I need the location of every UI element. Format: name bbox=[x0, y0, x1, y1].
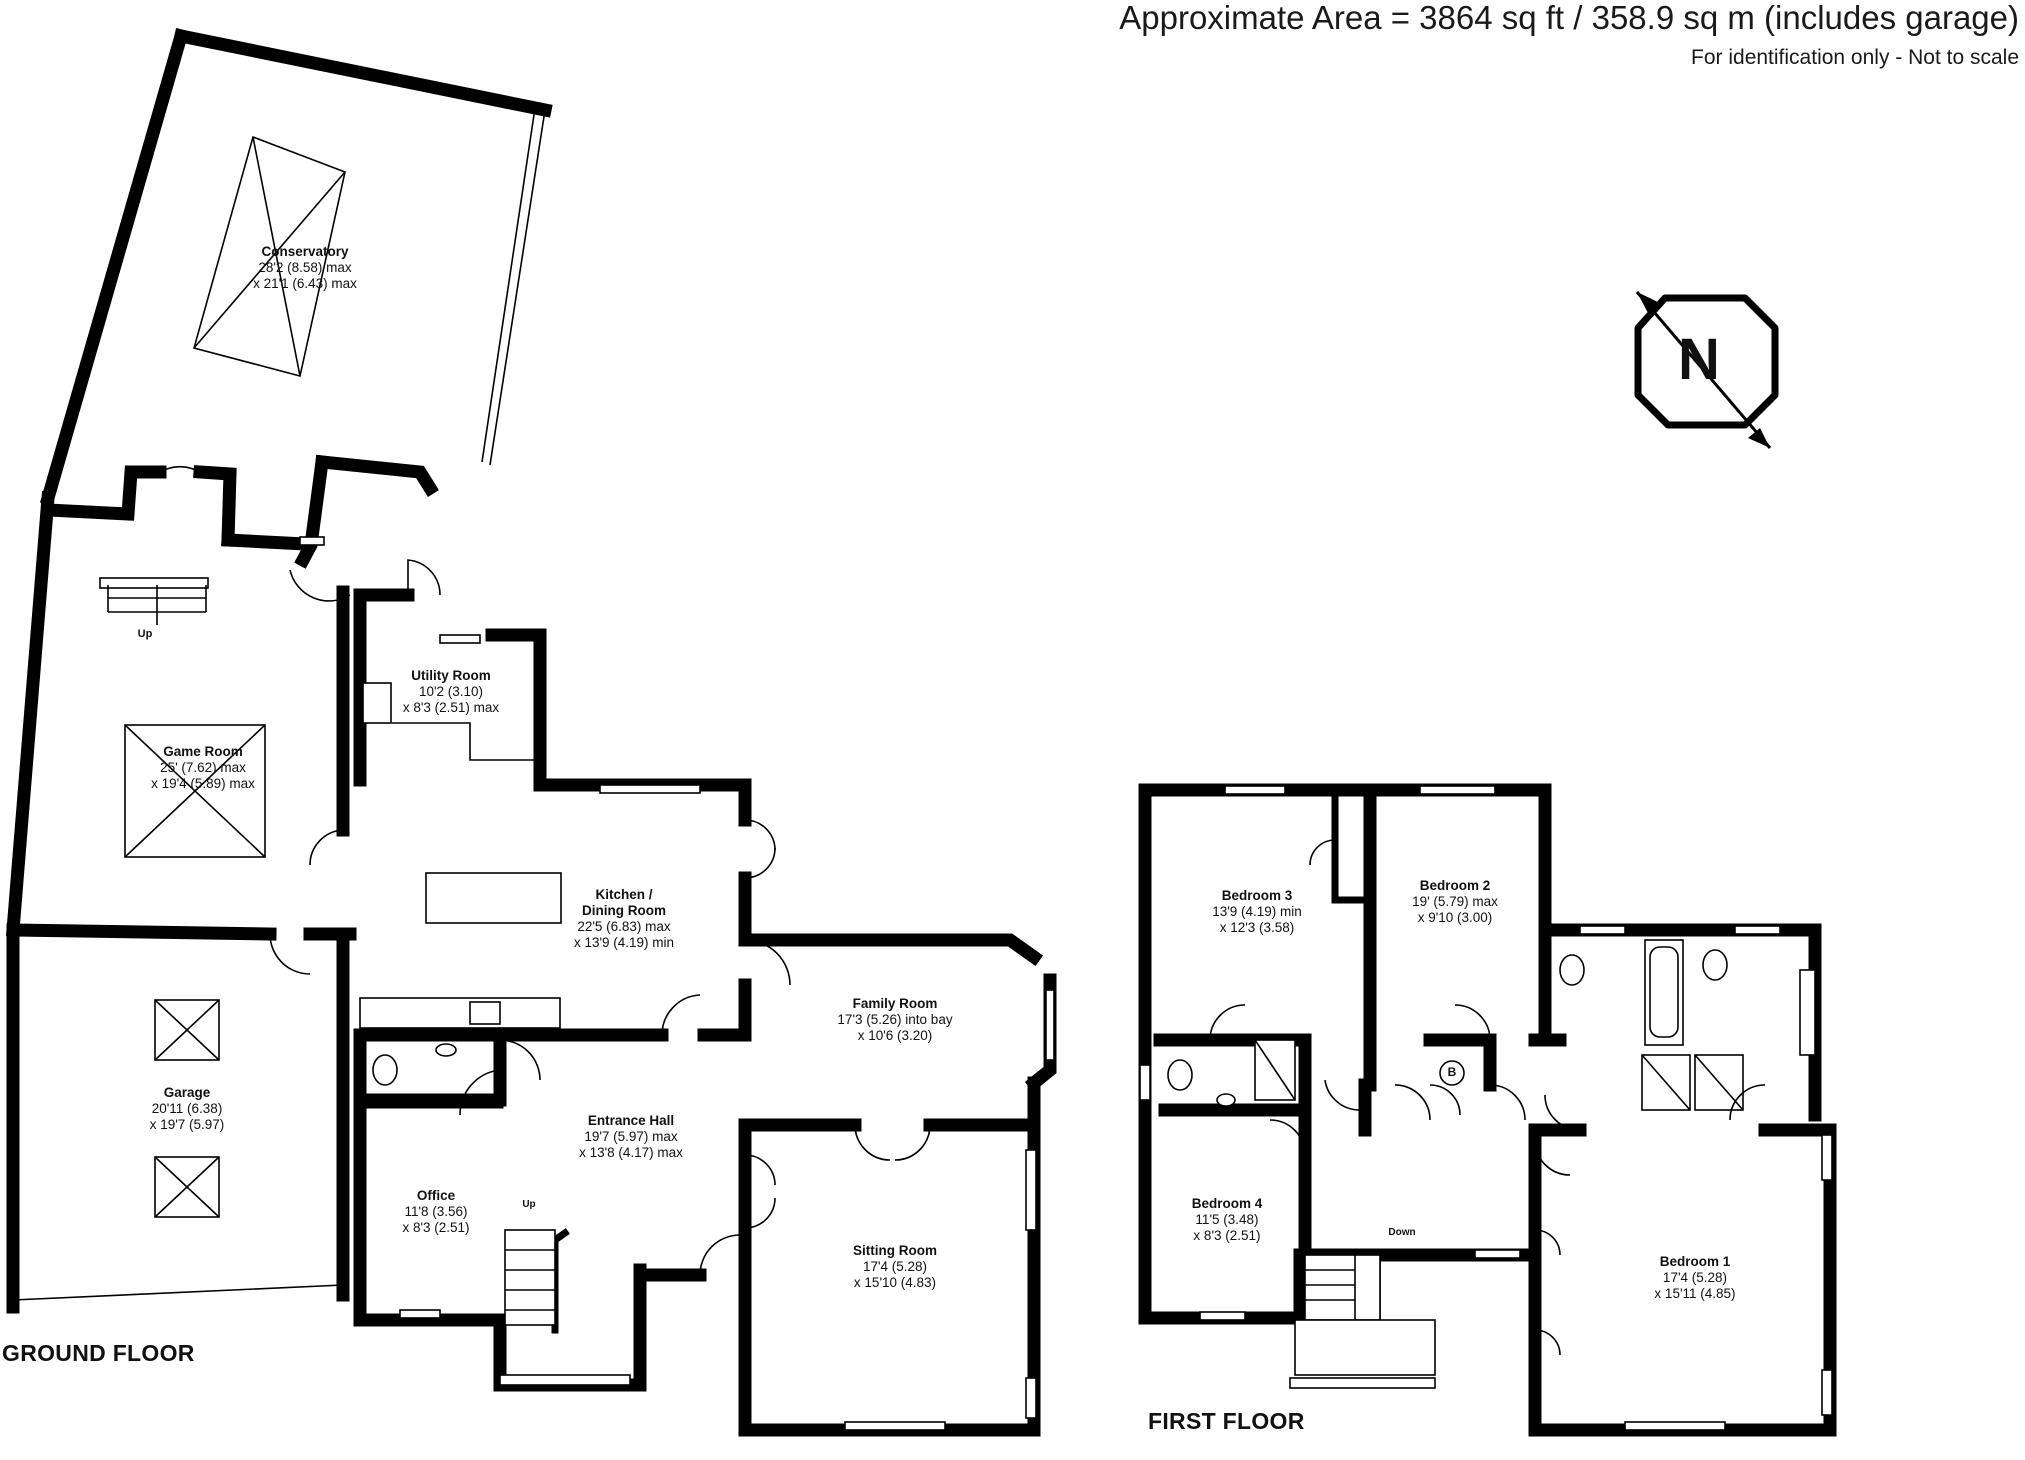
room-entrance-hall: Entrance Hall 19'7 (5.97) max x 13'8 (4.… bbox=[579, 1113, 683, 1160]
room-bedroom-1: Bedroom 1 17'4 (5.28) x 15'11 (4.85) bbox=[1654, 1254, 1736, 1301]
stairs-down-label: Down bbox=[1388, 1227, 1416, 1238]
room-kitchen-dining: Kitchen / Dining Room 22'5 (6.83) max x … bbox=[573, 887, 675, 950]
room-family: Family Room 17'3 (5.26) into bay x 10'6 … bbox=[837, 996, 953, 1043]
room-bedroom-3: Bedroom 3 13'9 (4.19) min x 12'3 (3.58) bbox=[1212, 888, 1302, 935]
first-floor-windows bbox=[1139, 785, 1833, 1431]
room-utility: Utility Room 10'2 (3.10) x 8'3 (2.51) ma… bbox=[402, 668, 500, 715]
identification-note: For identification only - Not to scale bbox=[1691, 46, 2019, 69]
first-floor-doors bbox=[1209, 839, 1766, 1356]
first-floor-label: FIRST FLOOR bbox=[1148, 1408, 1305, 1434]
compass-icon bbox=[1634, 291, 1779, 449]
game-room-stairs-up-label: Up bbox=[137, 628, 153, 640]
ground-floor-fixtures bbox=[12, 135, 562, 1326]
ground-floor-doors bbox=[159, 465, 931, 1276]
room-game-room: Game Room 25' (7.62) max x 19'4 (5.89) m… bbox=[151, 744, 255, 791]
ground-floor-windows bbox=[99, 107, 1055, 1431]
room-bedroom-2: Bedroom 2 19' (5.79) max x 9'10 (3.00) bbox=[1412, 878, 1498, 925]
compass-north-letter: N bbox=[1678, 327, 1720, 392]
ground-floor-label: GROUND FLOOR bbox=[2, 1340, 195, 1366]
approximate-area-text: Approximate Area = 3864 sq ft / 358.9 sq… bbox=[1119, 0, 2019, 36]
room-sitting: Sitting Room 17'4 (5.28) x 15'10 (4.83) bbox=[853, 1243, 937, 1290]
room-conservatory: Conservatory 28'2 (8.58) max x 21'1 (6.4… bbox=[253, 244, 357, 291]
room-office: Office 11'8 (3.56) x 8'3 (2.51) bbox=[402, 1188, 470, 1235]
first-floor-fixtures bbox=[1167, 939, 1816, 1376]
hall-stairs-up-label: Up bbox=[522, 1199, 536, 1210]
boiler-label: B bbox=[1447, 1065, 1457, 1079]
room-garage: Garage 20'11 (6.38) x 19'7 (5.97) bbox=[149, 1085, 225, 1132]
room-bedroom-4: Bedroom 4 11'5 (3.48) x 8'3 (2.51) bbox=[1191, 1196, 1263, 1243]
